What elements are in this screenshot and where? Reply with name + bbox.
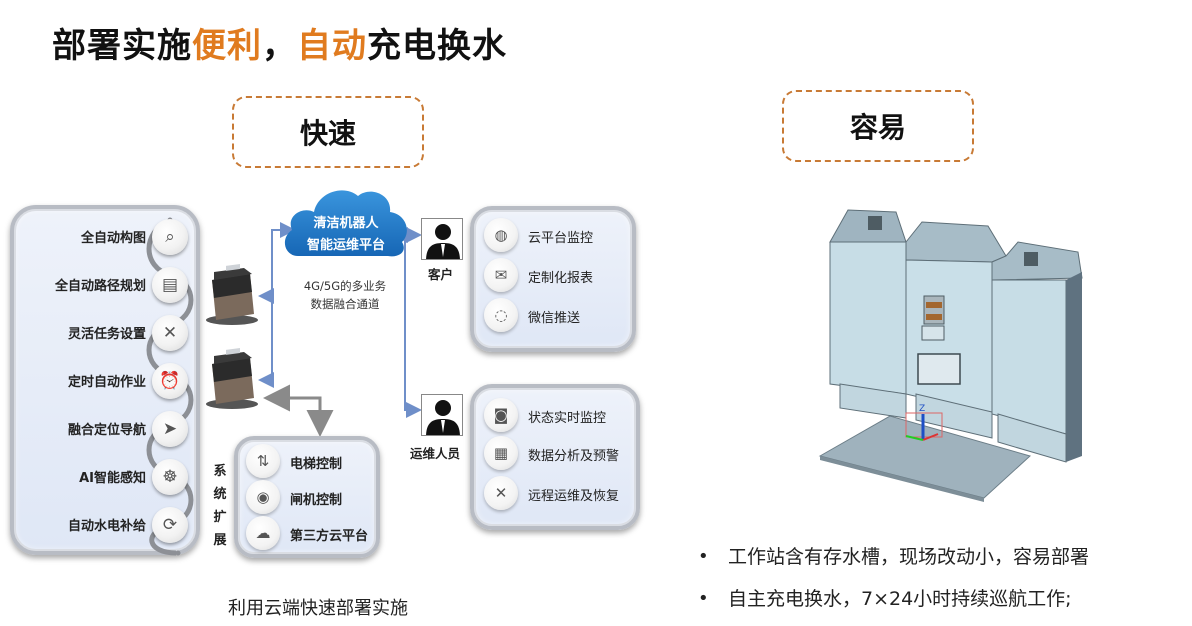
tools-icon: ✕: [152, 315, 188, 351]
vertical-char: 扩: [213, 510, 227, 525]
feature-item: 融合定位导航 ➤: [14, 407, 204, 453]
customer-service-item: ◍ 云平台监控: [484, 218, 634, 254]
search-icon: ⌕: [152, 219, 188, 255]
section-easy-header: 容易: [782, 90, 974, 162]
refresh-icon: ⟳: [152, 507, 188, 543]
elevator-icon: ⇅: [246, 444, 280, 478]
report-icon: ▦: [484, 436, 518, 470]
title-accent1: 便利: [192, 26, 262, 66]
vertical-char: 统: [213, 487, 227, 502]
feature-label: 全自动路径规划: [54, 279, 146, 294]
customer-service-item: ✉ 定制化报表: [484, 258, 634, 294]
extension-label: 电梯控制: [290, 457, 343, 472]
customer-service-item: ◌ 微信推送: [484, 298, 634, 334]
cloud-right-connector: [404, 235, 422, 418]
feature-item: 灵活任务设置 ✕: [14, 311, 204, 357]
section-fast-header: 快速: [232, 96, 424, 168]
feature-item: AI智能感知 ☸: [14, 455, 204, 501]
ops-service-label: 状态实时监控: [528, 411, 607, 426]
bullet-text: 工作站含有存水槽，现场改动小，容易部署: [728, 546, 1090, 568]
charging-station-3d-image: Z: [818, 209, 1083, 502]
feature-item: 定时自动作业 ⏰: [14, 359, 204, 405]
feature-label: 定时自动作业: [67, 375, 146, 390]
tools-icon: ✕: [484, 476, 518, 510]
feature-label: 融合定位导航: [67, 423, 146, 438]
extension-connector: [275, 396, 334, 437]
title-accent2: 自动: [297, 26, 367, 66]
ops-label: 运维人员: [410, 446, 461, 461]
ops-service-item: ◙ 状态实时监控: [484, 398, 634, 434]
ops-avatar-icon: [421, 394, 463, 436]
feature-label: 全自动构图: [80, 231, 146, 246]
mail-icon: ✉: [484, 258, 518, 292]
channel-note-line2: 数据融合通道: [310, 297, 380, 311]
extension-panel: ⇅ 电梯控制 ◉ 闸机控制 ☁ 第三方云平台: [234, 436, 380, 558]
feature-item: 全自动构图 ⌕: [14, 215, 204, 261]
feature-item: 自动水电补给 ⟳: [14, 503, 204, 549]
title-part2: 充电换水: [367, 26, 507, 66]
extension-label: 闸机控制: [290, 493, 343, 508]
page-title: 部署实施便利，自动充电换水: [52, 18, 507, 67]
feature-label: AI智能感知: [79, 471, 146, 486]
customer-service-label: 定制化报表: [528, 271, 594, 286]
gate-icon: ◉: [246, 480, 280, 514]
cloud-title-line2: 智能运维平台: [306, 238, 385, 253]
vertical-char: 展: [213, 533, 227, 548]
chat-icon: ◌: [484, 298, 518, 332]
feature-label: 灵活任务设置: [67, 327, 146, 342]
system-extension-label: 系 统 扩 展: [212, 460, 228, 552]
cleaning-robot-image: [206, 347, 258, 409]
bullet-dot: •: [698, 588, 709, 609]
globe-icon: ◍: [484, 218, 518, 252]
document-icon: ▤: [152, 267, 188, 303]
cloud-download-icon: ☁: [246, 516, 280, 550]
customer-service-label: 微信推送: [528, 311, 581, 326]
cloud-platform-icon: [284, 190, 407, 257]
feature-bullet-list: • 工作站含有存水槽，现场改动小，容易部署 • 自主充电换水，7×24小时持续巡航工…: [696, 540, 1089, 624]
bullet-dot: •: [698, 546, 709, 567]
ops-services-panel: ◙ 状态实时监控 ▦ 数据分析及预警 ✕ 远程运维及恢复: [470, 384, 640, 530]
extension-item: ☁ 第三方云平台: [246, 516, 380, 550]
axis-z-label: Z: [919, 404, 925, 414]
feature-item: 全自动路径规划 ▤: [14, 263, 204, 309]
ops-service-item: ✕ 远程运维及恢复: [484, 476, 634, 512]
customer-service-label: 云平台监控: [528, 231, 594, 246]
left-caption: 利用云端快速部署实施: [228, 598, 408, 619]
title-part1: 部署实施: [52, 26, 192, 66]
monitor-icon: ◙: [484, 398, 518, 432]
ai-head-icon: ☸: [152, 459, 188, 495]
ops-service-label: 数据分析及预警: [528, 449, 620, 464]
bullet-item: • 自主充电换水，7×24小时持续巡航工作;: [696, 582, 1089, 624]
bullet-text: 自主充电换水，7×24小时持续巡航工作;: [728, 588, 1072, 610]
alarm-clock-icon: ⏰: [152, 363, 188, 399]
cloud-title-line1: 清洁机器人: [313, 216, 379, 231]
vertical-char: 系: [213, 464, 227, 479]
extension-item: ⇅ 电梯控制: [246, 444, 380, 478]
extension-label: 第三方云平台: [290, 529, 369, 544]
feature-label: 自动水电补给: [67, 519, 146, 534]
ops-service-label: 远程运维及恢复: [528, 489, 620, 504]
title-comma: ，: [262, 26, 297, 66]
cleaning-robot-image: [206, 263, 258, 325]
features-panel: 全自动构图 ⌕ 全自动路径规划 ▤ 灵活任务设置 ✕ 定时自动作业 ⏰ 融合定位…: [10, 205, 200, 556]
bullet-item: • 工作站含有存水槽，现场改动小，容易部署: [696, 540, 1089, 582]
customer-label: 客户: [428, 267, 454, 282]
customer-avatar-icon: [421, 218, 463, 260]
navigation-arrow-icon: ➤: [152, 411, 188, 447]
customer-services-panel: ◍ 云平台监控 ✉ 定制化报表 ◌ 微信推送: [470, 206, 636, 352]
channel-note-line1: 4G/5G的多业务: [303, 279, 387, 293]
extension-item: ◉ 闸机控制: [246, 480, 380, 514]
ops-service-item: ▦ 数据分析及预警: [484, 436, 634, 472]
